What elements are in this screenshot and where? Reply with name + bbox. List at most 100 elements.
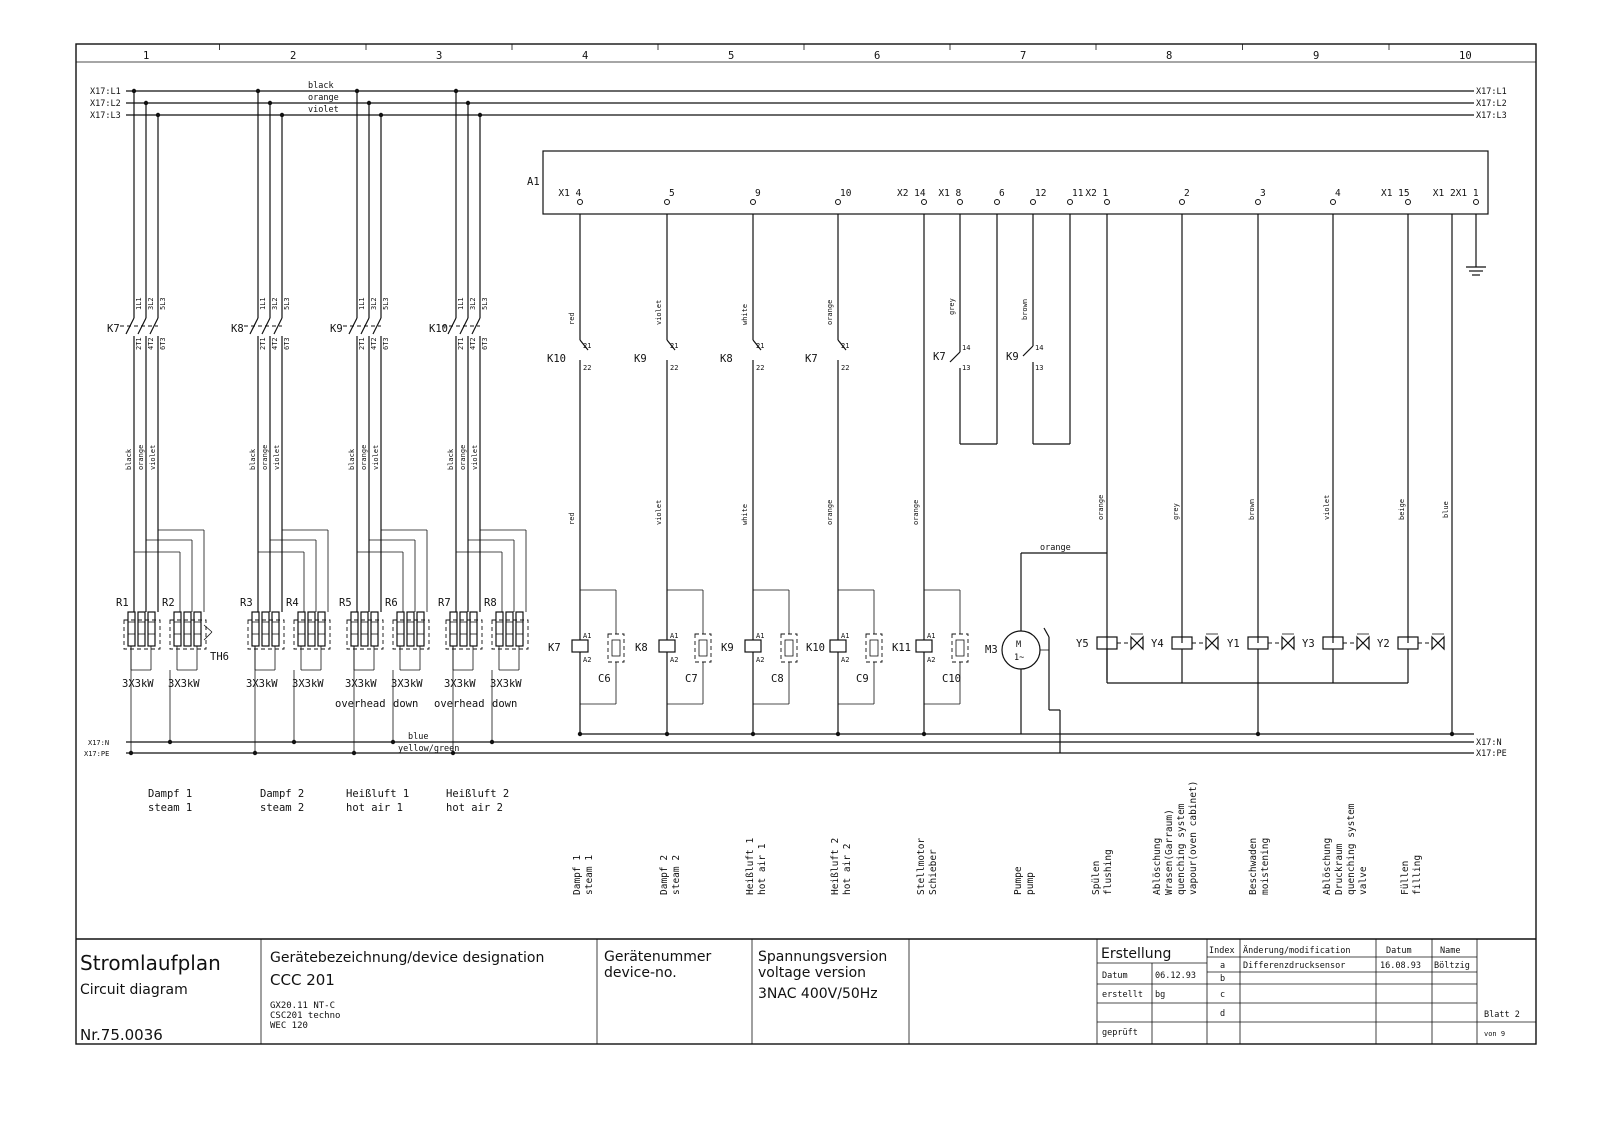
valve-caption-0: Beschwaden (1248, 838, 1259, 895)
rev-a-name: Böltzig (1434, 961, 1470, 971)
heater-label: R6 (385, 597, 398, 609)
terminal-label-tx12: X1 2X1 1 (1433, 188, 1479, 199)
cap-symbol (865, 633, 883, 663)
power-wire-color: orange (137, 445, 145, 470)
pump-wire-color: orange (1040, 543, 1071, 553)
bus-label-l3-right: X17:L3 (1476, 111, 1507, 121)
created-label: erstellt (1102, 990, 1143, 1000)
power-caption-de: Dampf 2 (260, 788, 304, 800)
bus-color-orange: orange (308, 93, 339, 103)
heater-element (360, 611, 369, 647)
heater-element (173, 611, 182, 647)
heater-element (137, 611, 146, 647)
cap-label: C9 (856, 673, 869, 685)
power-wire-color: black (249, 448, 257, 470)
heater-element (261, 611, 270, 647)
terminal-t15 (1405, 199, 1411, 205)
coil-symbol (658, 639, 676, 653)
n-junction (1255, 731, 1261, 737)
wire-color: white (741, 504, 749, 525)
feedback-k7-color: grey (948, 298, 956, 315)
cap-plate (869, 639, 879, 657)
coil-symbol (571, 639, 589, 653)
power-wire-color: violet (471, 445, 479, 470)
heater-sub-label: overhead (335, 698, 386, 710)
rev-header-date: Datum (1386, 946, 1412, 956)
contactor-label: K7 (107, 323, 120, 335)
device-no-label-de: Gerätenummer (604, 949, 712, 965)
heater-element (396, 611, 405, 647)
ground-wire-color: blue (1442, 501, 1450, 518)
heater-rating: 3X3kW (168, 678, 200, 690)
date-label: Datum (1102, 971, 1128, 981)
sheet-of: von 9 (1484, 1030, 1505, 1038)
wire-color: red (568, 512, 576, 525)
coil-circuits: K102122redredK7A1A2C6K92122violetvioletK… (547, 214, 969, 737)
coil-a1: A1 (841, 632, 849, 640)
coil-label: K10 (806, 642, 825, 654)
heater-element (147, 611, 156, 647)
valve-caption-2: quenching system (1346, 803, 1357, 895)
cap-plate (784, 639, 794, 657)
nc-term-bot: 22 (670, 364, 678, 372)
heater-element (505, 611, 514, 647)
heater-element (183, 611, 192, 647)
valve-wire-color: brown (1248, 499, 1256, 520)
valve-symbol (1130, 635, 1144, 651)
title-en: Circuit diagram (80, 982, 188, 998)
supply-bus-top: X17:L1 X17:L2 X17:L3 X17:L1 X17:L2 X17:L… (90, 81, 1507, 121)
power-wire-color: black (125, 448, 133, 470)
heater-element (449, 611, 458, 647)
valve-symbol (1281, 635, 1295, 651)
contact-term-bot: 6T3 (283, 337, 291, 350)
heater-element (271, 611, 280, 647)
feedback-k9-t14: 14 (1035, 344, 1043, 352)
heater-element (193, 611, 202, 647)
coil-caption-de: Dampf 1 (572, 855, 583, 895)
wire-color-top: orange (826, 300, 834, 325)
bus-label-l1-left: X17:L1 (90, 87, 121, 97)
coil-a2: A2 (670, 656, 678, 664)
bus-label-pe-left: X17:PE (84, 750, 109, 758)
contact-term-top: 3L2 (147, 297, 155, 310)
wire-color: orange (826, 500, 834, 525)
terminal-label-t4b: 4 (1335, 188, 1341, 199)
heater-element (515, 611, 524, 647)
heater-rating: 3X3kW (490, 678, 522, 690)
coil-caption-de: Heißluft 1 (745, 838, 756, 895)
heater-sub-label: overhead (434, 698, 485, 710)
valve-caption-0: Ablöschung (1322, 838, 1333, 895)
coil-symbol (915, 639, 933, 653)
terminal-t9 (750, 199, 756, 205)
bus-label-pe-right: X17:PE (1476, 749, 1507, 759)
rev-a-date: 16.08.93 (1380, 961, 1421, 971)
power-caption-en: steam 2 (260, 802, 304, 814)
power-wire-color: orange (360, 445, 368, 470)
designation-line-3: WEC 120 (270, 1021, 308, 1031)
pump-caption-en: pump (1025, 872, 1036, 895)
coil-a1: A1 (927, 632, 935, 640)
heater-label: R7 (438, 597, 451, 609)
designation-label: Gerätebezeichnung/device designation (270, 950, 544, 966)
feedback-k7-label: K7 (933, 351, 946, 363)
column-number-2: 2 (290, 50, 296, 62)
valve-wire-color: orange (1097, 495, 1105, 520)
n-junction (291, 739, 297, 745)
coil-caption-de: Stellmotor (916, 838, 927, 895)
pe-junction (351, 750, 357, 756)
terminal-label-t3: 3 (1260, 188, 1266, 199)
contact-term-bot: 2T1 (358, 337, 366, 350)
designation-value: CCC 201 (270, 971, 335, 989)
cap-symbol (607, 633, 625, 663)
cap-label: C6 (598, 673, 611, 685)
sensor-lead (203, 631, 213, 641)
bus-color-black: black (308, 81, 334, 91)
bus-label-l3-left: X17:L3 (90, 111, 121, 121)
nc-term-bot: 22 (583, 364, 591, 372)
valve-caption-1: moistening (1260, 838, 1271, 895)
title-block: Stromlaufplan Circuit diagram Nr.75.0036… (76, 938, 1536, 1044)
